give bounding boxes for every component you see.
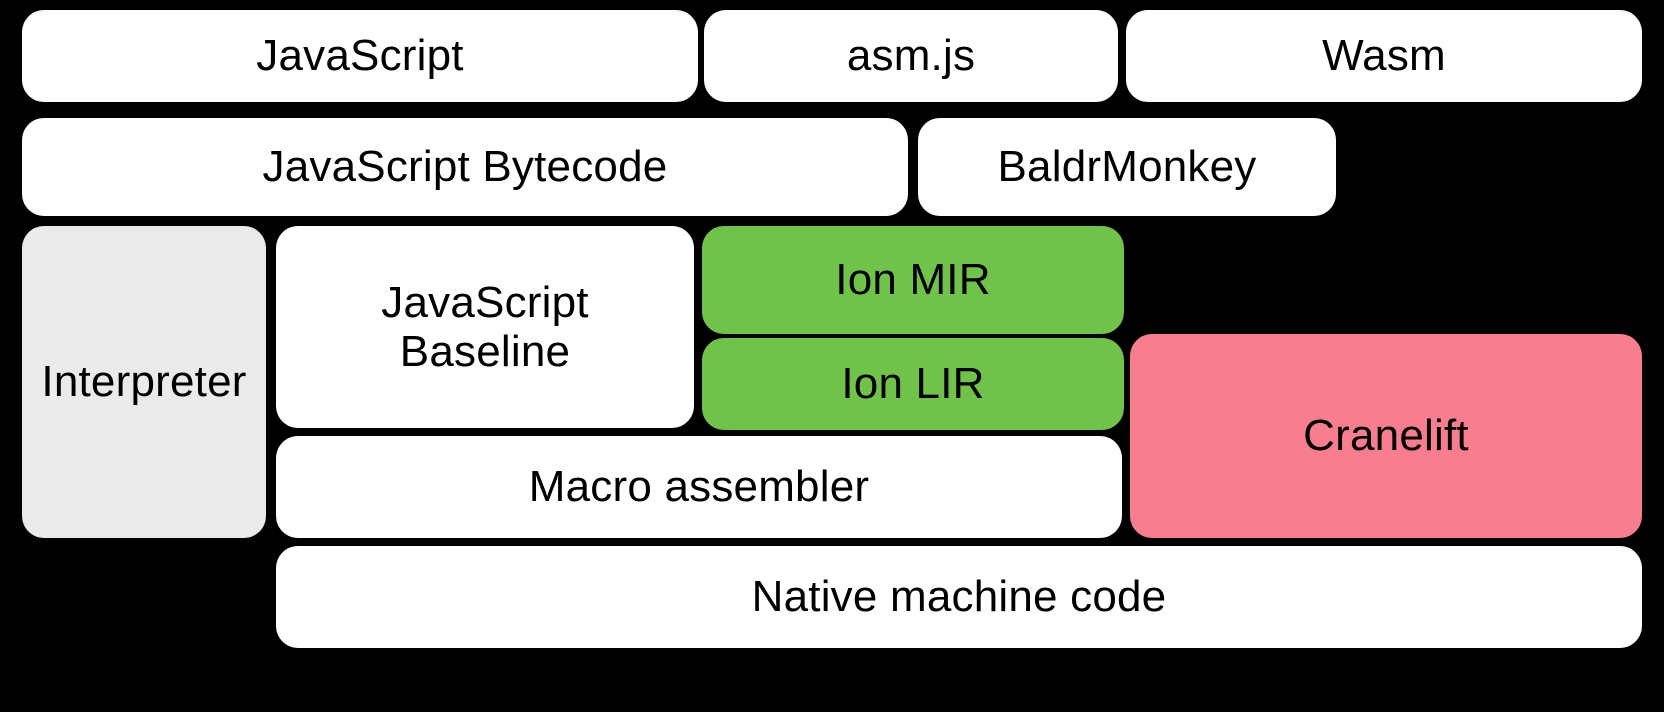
node-javascript-bytecode[interactable]: JavaScript Bytecode <box>22 118 908 216</box>
node-javascript-baseline[interactable]: JavaScript Baseline <box>276 226 694 428</box>
node-javascript[interactable]: JavaScript <box>22 10 698 102</box>
node-ion-mir[interactable]: Ion MIR <box>702 226 1124 334</box>
node-cranelift[interactable]: Cranelift <box>1130 334 1642 538</box>
node-ion-lir[interactable]: Ion LIR <box>702 338 1124 430</box>
node-interpreter[interactable]: Interpreter <box>22 226 266 538</box>
node-native-machine-code[interactable]: Native machine code <box>276 546 1642 648</box>
node-wasm[interactable]: Wasm <box>1126 10 1642 102</box>
node-baldrmonkey[interactable]: BaldrMonkey <box>918 118 1336 216</box>
node-asm-js[interactable]: asm.js <box>704 10 1118 102</box>
node-macro-assembler[interactable]: Macro assembler <box>276 436 1122 538</box>
